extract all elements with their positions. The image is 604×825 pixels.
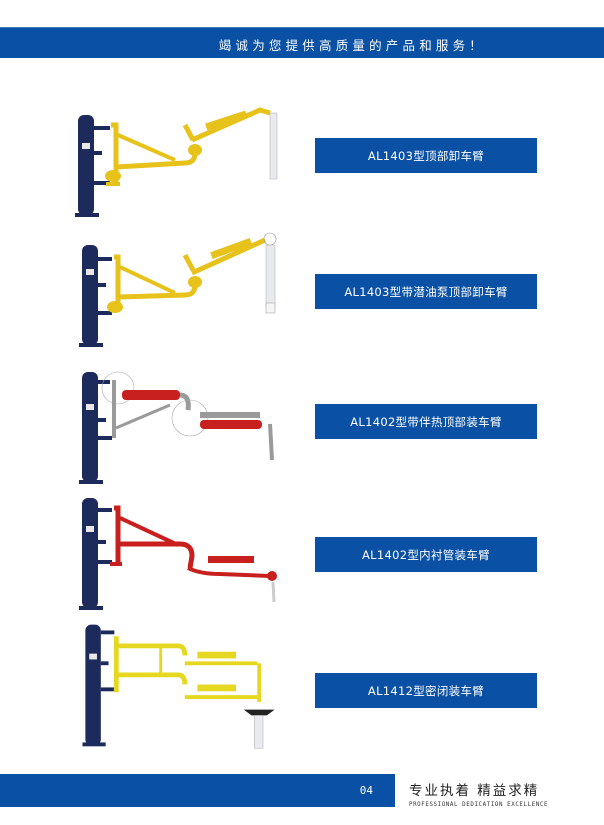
product-label-al1403-pump: AL1403型带潜油泵顶部卸车臂 <box>315 274 537 309</box>
motto-english: PROFESSIONAL DEDICATION EXCELLENCE <box>409 802 549 808</box>
footer-band: 04 <box>0 774 395 807</box>
product-label-al1402-heated: AL1402型带伴热顶部装车臂 <box>315 404 537 439</box>
motto-chinese: 专业执着 精益求精 <box>409 783 540 799</box>
loading-arm-yellow-icon <box>75 107 278 217</box>
product-label-al1403: AL1403型顶部卸车臂 <box>315 138 537 173</box>
product-label-al1402-lined: AL1402型内衬管装车臂 <box>315 537 537 572</box>
product-label-al1412-sealed: AL1412型密闭装车臂 <box>315 673 537 708</box>
footer-motto: 专业执着 精益求精 PROFESSIONAL DEDICATION EXCELL… <box>409 779 548 808</box>
header-slogan: 竭诚为您提供高质量的产品和服务！ <box>218 38 486 53</box>
loading-arm-heated-icon <box>79 371 274 484</box>
page-number: 04 <box>359 784 373 797</box>
loading-arm-yellow-pump-icon <box>79 232 277 347</box>
header-band: 竭诚为您提供高质量的产品和服务！ <box>0 27 604 58</box>
loading-arm-sealed-icon <box>82 624 275 749</box>
loading-arm-lined-icon <box>79 498 277 610</box>
